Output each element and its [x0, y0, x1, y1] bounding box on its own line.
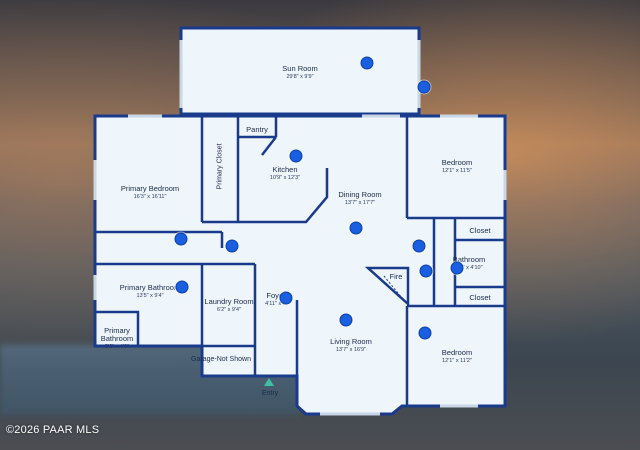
photo-marker-dining-room[interactable] [349, 221, 363, 235]
foyer-label: Foyer 4'11" x 7' [265, 291, 287, 309]
closet-2-label: Closet [469, 293, 490, 302]
sun-room-area [179, 26, 421, 116]
photo-marker-bedroom-1[interactable] [417, 80, 431, 94]
photo-marker-living-room[interactable] [339, 313, 353, 327]
exterior-windows [93, 114, 507, 416]
primary-bedroom-name: Primary Bedroom [120, 184, 180, 193]
bathroom-label: Bathroom 8'5" x 4'10" [453, 255, 486, 273]
pantry-label: Pantry [246, 125, 268, 134]
bathroom-dim: 8'5" x 4'10" [455, 265, 483, 271]
primary-bedroom-dim: 16'3" x 16'11" [133, 194, 167, 200]
laundry-room-name: Laundry Room [204, 297, 254, 306]
closet-2-name: Closet [469, 293, 491, 302]
fire-label: Fire [390, 272, 403, 281]
fireplace-shape [364, 266, 410, 307]
bedroom-2-label: Bedroom 12'1" x 11'2" [442, 348, 472, 366]
entry-arrow-icon [264, 378, 274, 386]
sun-room-name: Sun Room [282, 64, 318, 73]
entry-note: Entry [261, 390, 279, 397]
garage-note: Garage-Not Shown [191, 356, 251, 363]
laundry-room-dim: 6'2" x 9'4" [216, 307, 242, 313]
laundry-room-label: Laundry Room 6'2" x 9'4" [204, 297, 253, 315]
dining-room-name: Dining Room [338, 190, 382, 199]
closet-1-name: Closet [469, 226, 491, 235]
photo-marker-bedroom-hall[interactable] [412, 239, 426, 253]
living-room-name: Living Room [330, 337, 372, 346]
primary-bathroom-dim: 13'5" x 9'4" [136, 293, 164, 299]
pantry-name: Pantry [246, 125, 268, 134]
photo-marker-bathroom[interactable] [450, 261, 464, 275]
primary-bathroom-small-label: Primary Bathroom 5'2" x 4'0" [101, 319, 134, 359]
bedroom-2-name: Bedroom [441, 348, 473, 357]
primary-bathroom-label: Primary Bathroom 13'5" x 9'4" [120, 283, 180, 301]
primary-closet-label: Primary Closet [216, 143, 224, 190]
copyright-text: ©2026 PAAR MLS [6, 424, 100, 436]
living-room-label: Living Room 13'7" x 16'9" [330, 337, 372, 355]
sun-room-label: Sun Room 29'8" x 9'9" [282, 64, 317, 82]
closet-1-label: Closet [469, 226, 490, 235]
photo-marker-kitchen[interactable] [289, 149, 303, 163]
kitchen-dim: 10'9" x 12'3" [269, 175, 301, 181]
fire-name: Fire [389, 272, 403, 281]
kitchen-label: Kitchen 10'9" x 12'3" [270, 165, 300, 183]
kitchen-name: Kitchen [272, 165, 298, 174]
photo-marker-sun-room[interactable] [360, 56, 374, 70]
dining-room-label: Dining Room 13'7" x 17'7" [338, 190, 381, 208]
photo-marker-primary-bedroom[interactable] [174, 232, 188, 246]
photo-marker-foyer[interactable] [279, 291, 293, 305]
bedroom-1-dim: 12'1" x 11'5" [442, 168, 472, 174]
primary-bathroom-name: Primary Bathroom [119, 283, 181, 292]
sun-room-dim: 29'8" x 9'9" [286, 74, 314, 80]
primary-bathroom-small-dim: 5'2" x 4'0" [104, 344, 130, 350]
photo-marker-primary-bathroom[interactable] [175, 280, 189, 294]
foyer-dim: 4'11" x 7' [265, 301, 287, 307]
photo-marker-bedroom-2[interactable] [418, 326, 432, 340]
bathroom-name: Bathroom [452, 255, 486, 264]
bedroom-1-name: Bedroom [441, 158, 473, 167]
bedroom-2-dim: 12'1" x 11'2" [442, 358, 472, 364]
primary-bedroom-label: Primary Bedroom 16'3" x 16'11" [121, 184, 179, 202]
primary-bathroom-small-name: Primary Bathroom [100, 326, 134, 343]
photo-marker-hallway[interactable] [225, 239, 239, 253]
dining-room-dim: 13'7" x 17'7" [344, 200, 376, 206]
fireplace-hatch [383, 275, 403, 299]
foyer-name: Foyer [266, 291, 286, 300]
photo-marker-hall-closet[interactable] [419, 264, 433, 278]
bedroom-1-label: Bedroom 12'1" x 11'5" [442, 158, 472, 176]
sun-room-windows [179, 40, 421, 108]
interior-walls [93, 116, 505, 406]
main-floor-area [93, 114, 507, 416]
living-room-dim: 13'7" x 16'9" [335, 347, 367, 353]
